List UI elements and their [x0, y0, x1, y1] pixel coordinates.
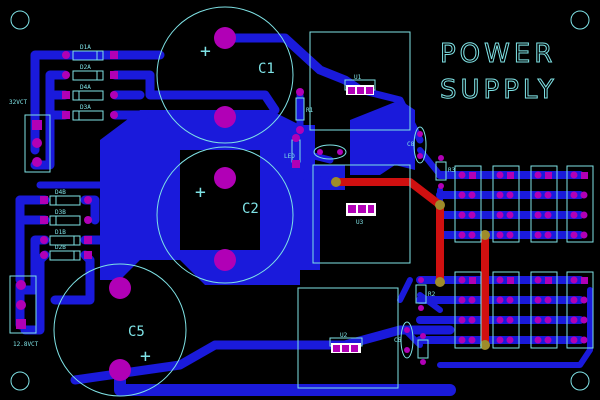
regulator-u3: U3 [312, 164, 411, 264]
c1-pad-positive [214, 27, 236, 49]
connector-12-8vct-label: 12.8VCT [13, 341, 39, 348]
capacitor-c6: C6 [394, 321, 414, 359]
board-title: POWER SUPPLY [440, 39, 558, 106]
resistor-r1: R1 [295, 88, 314, 134]
diode-bridge-top: D1A D2A D4A D3A [62, 44, 118, 121]
title-line-2: SUPPLY [440, 75, 558, 105]
diode-d2b: D2B [40, 244, 92, 261]
diode-d1b-label: D1B [55, 229, 66, 236]
diode-d1a-label: D1A [80, 44, 91, 51]
led-d: LED [284, 134, 301, 168]
diode-d3a-label: D3A [80, 104, 91, 111]
mount-hole-tr [570, 10, 590, 30]
capacitor-c4 [313, 144, 347, 160]
regulator-u2: U2 [297, 287, 399, 389]
diode-d2a: D2A [62, 64, 118, 81]
diode-d2a-label: D2A [80, 64, 91, 71]
diode-d1b: D1B [40, 229, 92, 246]
header-top-2 [492, 165, 520, 243]
header-bottom-3 [530, 271, 558, 349]
copper-pour [100, 100, 415, 285]
c1-plus-mark: + [200, 41, 211, 62]
mounting-holes [10, 10, 590, 391]
mount-hole-bl [10, 371, 30, 391]
resistor-r4 [417, 333, 429, 365]
diode-d4a-label: D4A [80, 84, 91, 91]
diode-d4b-label: D4B [55, 189, 66, 196]
header-top-3 [530, 165, 558, 243]
c5-plus-mark: + [140, 346, 151, 367]
mount-hole-br [570, 371, 590, 391]
jumper-traces [331, 178, 489, 349]
c2-pad-negative [214, 249, 236, 271]
connector-32vct: 32VCT [9, 99, 51, 173]
jumper-vias [331, 177, 490, 350]
small-components: R1 LED C8 R3 R [284, 88, 456, 365]
mount-hole-tl [10, 10, 30, 30]
regulator-u1: U1 [309, 31, 411, 131]
capacitor-c1: + C1 [156, 6, 294, 144]
c6-label: C6 [394, 337, 402, 344]
diode-bridge-bottom: D4B D3B D1B D2B [40, 189, 92, 261]
c2-label: C2 [242, 201, 259, 217]
header-top-4 [566, 165, 594, 243]
u2-label: U2 [340, 332, 348, 339]
r3-label: R3 [448, 167, 456, 174]
title-line-1: POWER [440, 39, 556, 69]
header-top-1 [454, 165, 482, 243]
c2-plus-mark: + [195, 182, 206, 203]
output-headers [454, 165, 594, 349]
c2-pad-positive [214, 167, 236, 189]
r1-label: R1 [306, 107, 314, 114]
resistor-r2: R2 [415, 277, 436, 311]
capacitor-c2: + C2 [156, 146, 294, 284]
header-bottom-2 [492, 271, 520, 349]
diode-d3b: D3B [40, 209, 92, 226]
diode-d4a: D4A [62, 84, 118, 101]
c1-label: C1 [258, 61, 275, 77]
led-label: LED [284, 153, 295, 160]
c5-pad-negative [109, 277, 131, 299]
capacitor-c8: C8 [407, 126, 427, 164]
r2-label: R2 [428, 291, 436, 298]
header-bottom-4 [566, 271, 594, 349]
u1-label: U1 [354, 74, 362, 81]
connector-32vct-label: 32VCT [9, 99, 27, 106]
diode-d3a: D3A [62, 104, 118, 121]
header-bottom-1 [454, 271, 482, 349]
c5-label: C5 [128, 324, 145, 340]
c5-pad-positive [109, 359, 131, 381]
capacitor-c5: + C5 [53, 263, 187, 397]
c1-pad-negative [214, 106, 236, 128]
diode-d4b: D4B [40, 189, 92, 206]
diode-d2b-label: D2B [55, 244, 66, 251]
resistor-r3: R3 [435, 155, 456, 189]
connector-12-8vct: 12.8VCT [9, 275, 39, 348]
u3-label: U3 [356, 219, 364, 226]
diode-d1a: D1A [62, 44, 118, 61]
c8-label: C8 [407, 141, 415, 148]
diode-d3b-label: D3B [55, 209, 66, 216]
